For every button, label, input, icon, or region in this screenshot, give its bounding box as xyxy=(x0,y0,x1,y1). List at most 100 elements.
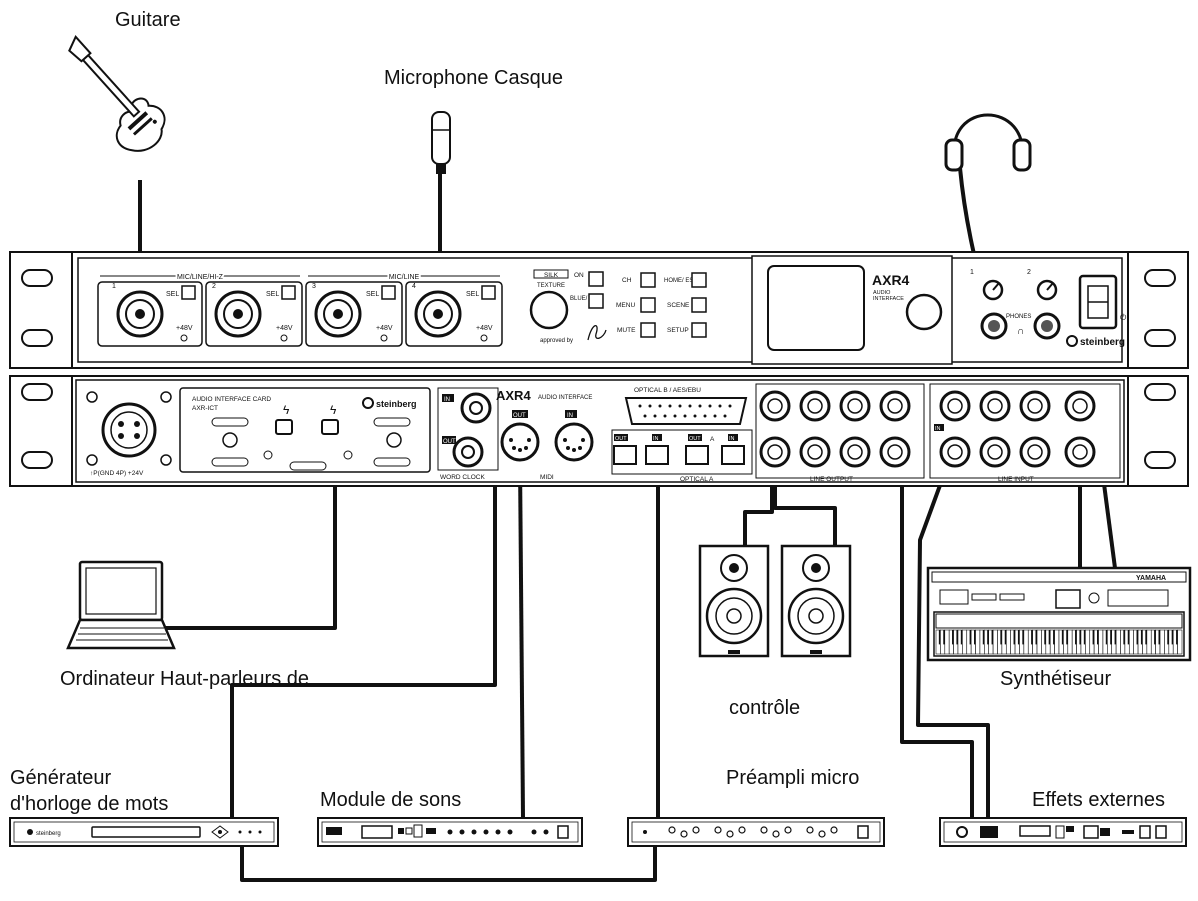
midi-in-label: IN xyxy=(567,413,573,419)
wordclock-preamp-cable xyxy=(240,846,657,882)
menu-button[interactable] xyxy=(640,297,656,313)
midi-out-port[interactable] xyxy=(500,422,540,462)
headphones-icon xyxy=(944,113,1032,172)
line-output-jack[interactable] xyxy=(759,436,791,468)
synth-white-key xyxy=(1054,629,1060,655)
label-wordclock-line2: d'horloge de mots xyxy=(10,793,169,815)
sel-button-2[interactable] xyxy=(281,285,296,300)
synthesizer-icon: YAMAHA xyxy=(926,566,1192,662)
mute-button[interactable] xyxy=(640,322,656,338)
setup-button[interactable] xyxy=(691,322,707,338)
blue-red-button[interactable] xyxy=(588,293,604,309)
optical-a-in-label: IN xyxy=(729,436,735,442)
sound-module-icon xyxy=(317,817,583,847)
label-preamp: Préampli micro xyxy=(726,767,860,789)
synth-control-strip xyxy=(935,613,1183,629)
label-control: contrôle xyxy=(729,697,801,719)
line-input-jack[interactable] xyxy=(1019,390,1051,422)
home-esc-button[interactable] xyxy=(691,272,707,288)
headphone-symbol-icon: ∩ xyxy=(1017,326,1024,337)
line-output-jack[interactable] xyxy=(879,436,911,468)
phantom-label-1: +48V xyxy=(176,325,193,332)
guitar-icon xyxy=(68,35,166,152)
sel-label-4: SEL xyxy=(466,291,479,298)
sel-button-3[interactable] xyxy=(381,285,396,300)
signature-icon xyxy=(587,325,607,341)
synth-white-key xyxy=(1067,629,1073,655)
synth-white-key xyxy=(1177,629,1183,655)
thunderbolt-icon-1: ϟ xyxy=(283,403,290,417)
label-guitar: Guitare xyxy=(115,9,181,31)
line-input-jack[interactable] xyxy=(939,390,971,422)
label-wordclock-line1: Générateur xyxy=(10,767,112,789)
line-input-jack[interactable] xyxy=(1019,436,1051,468)
front-model-sub2: INTERFACE xyxy=(873,296,904,302)
midi-in-port[interactable] xyxy=(554,422,594,462)
midi-label: MIDI xyxy=(540,474,554,481)
optical-b-in-port[interactable] xyxy=(645,445,669,465)
synth-white-key xyxy=(1115,629,1121,655)
thunderbolt-port-2[interactable] xyxy=(321,419,339,435)
ch-button[interactable] xyxy=(640,272,656,288)
line-input-jack[interactable] xyxy=(979,390,1011,422)
main-encoder[interactable] xyxy=(905,293,943,331)
aes-ebu-port[interactable] xyxy=(624,397,748,425)
front-ch2: 2 xyxy=(212,283,216,290)
silk-on-button[interactable] xyxy=(588,271,604,287)
phantom-label-3: +48V xyxy=(376,325,393,332)
line-input-in-label: IN xyxy=(935,426,941,432)
front-group-line: MIC/LINE xyxy=(389,274,420,281)
card-steinberg-logo-icon xyxy=(362,397,374,409)
optical-b-out-port[interactable] xyxy=(613,445,637,465)
line-output-jack[interactable] xyxy=(839,436,871,468)
line-output-jack[interactable] xyxy=(799,390,831,422)
line-output-jack[interactable] xyxy=(759,390,791,422)
line-output-jacks xyxy=(759,390,911,468)
line-input-jack[interactable] xyxy=(1064,436,1096,468)
optical-a-in-port[interactable] xyxy=(721,445,745,465)
combo-jack-1[interactable] xyxy=(116,290,164,338)
approved-label: approved by xyxy=(540,338,573,344)
line-output-jack[interactable] xyxy=(879,390,911,422)
power-input-connector[interactable] xyxy=(101,402,157,458)
synth-white-key xyxy=(1159,629,1165,655)
wordclock-out-bnc[interactable] xyxy=(452,436,484,468)
wordclock-in-bnc[interactable] xyxy=(460,392,492,424)
sel-label-1: SEL xyxy=(166,291,179,298)
synth-keyboard xyxy=(935,613,1183,655)
synth-white-key xyxy=(944,629,950,655)
synth-brand: YAMAHA xyxy=(1136,575,1166,582)
wordclock-generator-icon: steinberg xyxy=(9,817,279,847)
mute-label: MUTE xyxy=(617,327,636,334)
card-title-2: AXR-ICT xyxy=(192,405,218,412)
sel-button-1[interactable] xyxy=(181,285,196,300)
external-effects-icon xyxy=(939,817,1187,847)
rear-panel: ↑P(GND 4P) +24V AUDIO INTERFACE CARD AXR… xyxy=(9,375,1189,487)
optical-a-out-port[interactable] xyxy=(685,445,709,465)
wordclock-label: WORD CLOCK xyxy=(440,474,485,481)
phones-jack-2[interactable] xyxy=(1033,312,1061,340)
combo-jack-2[interactable] xyxy=(214,290,262,338)
line-input-jack[interactable] xyxy=(939,436,971,468)
thunderbolt-port-1[interactable] xyxy=(275,419,293,435)
card-title-1: AUDIO INTERFACE CARD xyxy=(192,396,271,403)
power-input-label: ↑P(GND 4P) +24V xyxy=(90,470,144,477)
line-input-jack[interactable] xyxy=(1064,390,1096,422)
line-output-jack[interactable] xyxy=(839,390,871,422)
front-model-sub1: AUDIO xyxy=(873,290,891,296)
setup-label: SETUP xyxy=(667,327,689,334)
front-brand: steinberg xyxy=(1080,337,1125,348)
texture-knob[interactable] xyxy=(529,290,569,330)
scene-button[interactable] xyxy=(691,297,707,313)
phones-jack-1[interactable] xyxy=(980,312,1008,340)
home-esc-label: HOME/ ESC xyxy=(664,278,698,284)
sel-label-2: SEL xyxy=(266,291,279,298)
line-input-jack[interactable] xyxy=(979,436,1011,468)
combo-jack-3[interactable] xyxy=(314,290,362,338)
synth-white-key xyxy=(1005,629,1011,655)
line-output-jack[interactable] xyxy=(799,436,831,468)
phones-ch2: 2 xyxy=(1027,269,1031,276)
sel-button-4[interactable] xyxy=(481,285,496,300)
combo-jack-4[interactable] xyxy=(414,290,462,338)
